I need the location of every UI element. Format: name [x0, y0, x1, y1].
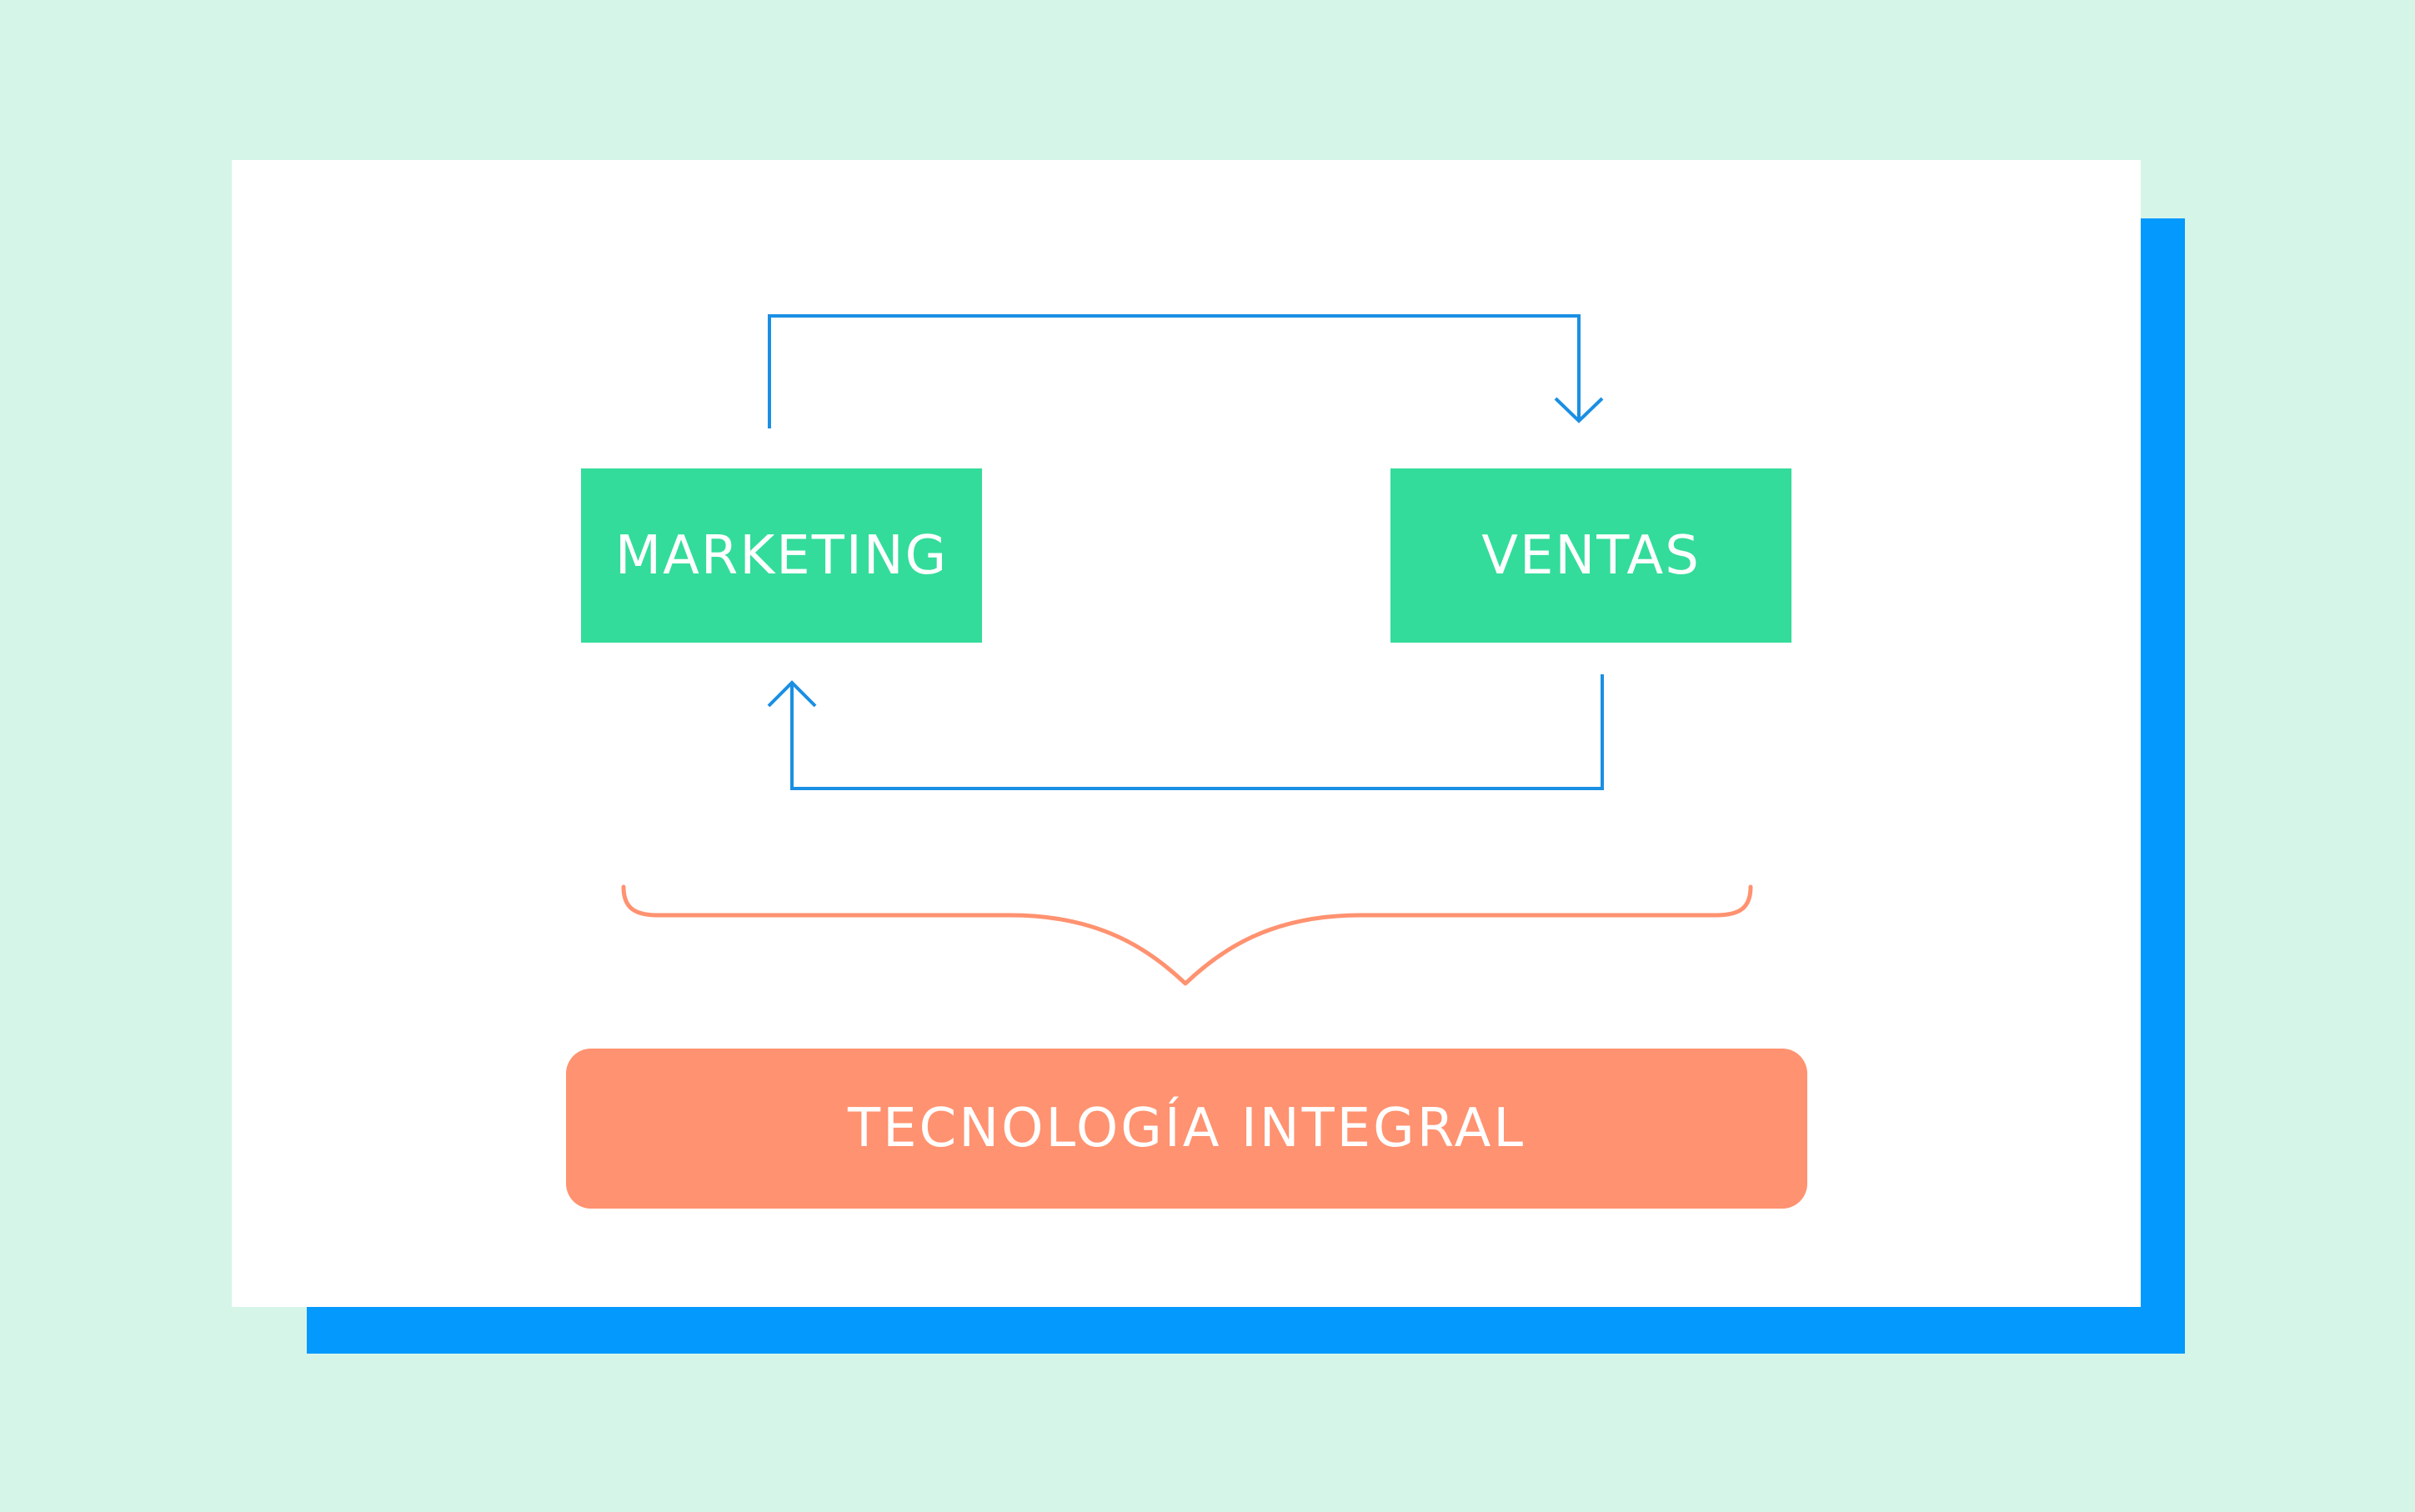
node-marketing: MARKETING — [581, 468, 982, 643]
node-ventas: VENTAS — [1390, 468, 1791, 643]
foundation-label: TECNOLOGÍA INTEGRAL — [848, 1098, 1526, 1159]
node-marketing-label: MARKETING — [614, 524, 949, 587]
node-ventas-label: VENTAS — [1481, 524, 1701, 587]
foundation-block: TECNOLOGÍA INTEGRAL — [566, 1049, 1807, 1209]
